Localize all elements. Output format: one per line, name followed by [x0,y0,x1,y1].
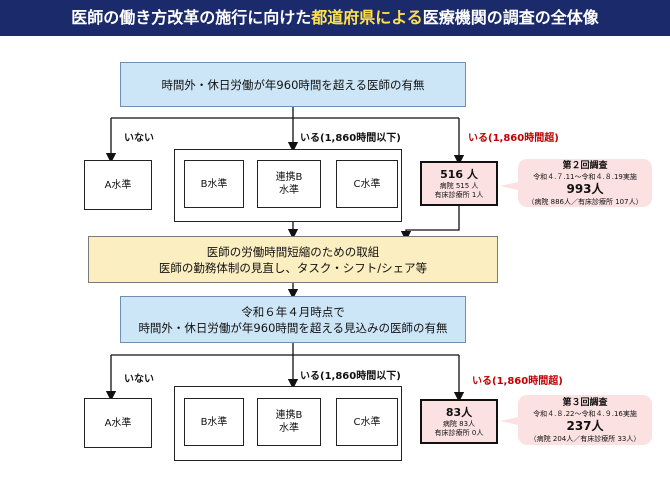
count-clinic-2: 有床診療所 0人 [434,428,484,437]
page-title: 医師の働き方改革の施行に向けた都道府県による医療機関の調査の全体像 [0,0,670,36]
a-level-label-2: A水準 [104,417,132,429]
second-question-line2: 時間外・休日労働が年960時間を超える見込みの医師の有無 [138,320,448,335]
survey2-callout: 第２回調査 令和４.７.11～令和４.８.19実施 993人 （病院 886人／… [518,159,652,207]
renkei-b-label-line2: 水準 [279,185,299,196]
renkei-b-level-box-2: 連携B 水準 [257,398,321,446]
branch2-under-1860-label: いる(1,860時間以下) [300,371,401,382]
over-1860-count-box: 516 人 病院 515 人 有床診療所 1人 [420,161,498,206]
a-level-box-2: A水準 [84,398,152,448]
b-level-label: B水準 [200,178,228,190]
b-level-box: B水準 [184,160,244,208]
branch1-under-1860-label: いる(1,860時間以下) [300,133,401,144]
b-level-box-2: B水準 [184,398,244,446]
second-question-line1: 令和６年４月時点で [241,304,345,319]
count-clinic: 有床診療所 1人 [434,190,484,199]
title-text-before: 医師の働き方改革の施行に向けた [71,8,312,27]
count-total-2: 83人 [445,405,473,419]
a-level-label: A水準 [104,179,132,191]
question-text: 時間外・休日労働が年960時間を超える医師の有無 [161,77,425,92]
renkei-b-label-2-line1: 連携B [275,410,303,421]
branch2-none-label: いない [124,374,154,385]
count-total: 516 人 [440,167,478,181]
renkei-b-label-line1: 連携B [275,172,303,183]
renkei-b-label-2-line2: 水準 [279,423,299,434]
measures-box: 医師の労働時間短縮のための取組 医師の勤務体制の見直し、タスク・シフト/シェア等 [88,236,498,283]
count-hospital-2: 病院 83人 [442,419,476,428]
survey3-title: 第３回調査 [562,397,608,408]
a-level-box: A水準 [84,160,152,210]
survey2-total: 993人 [566,181,604,196]
survey3-breakdown: （病院 204人／有床診療所 33人） [529,434,641,443]
question-box-960-hours: 時間外・休日労働が年960時間を超える医師の有無 [120,62,466,107]
survey2-breakdown: （病院 886人／有床診療所 107人） [527,197,643,206]
c-level-box: C水準 [336,160,398,208]
question-box-r6-forecast: 令和６年４月時点で 時間外・休日労働が年960時間を超える見込みの医師の有無 [120,296,466,343]
branch1-over-1860-label: いる(1,860時間超) [468,133,559,144]
c-level-label: C水準 [353,178,381,190]
survey2-period: 令和４.７.11～令和４.８.19実施 [533,172,637,181]
c-level-box-2: C水準 [336,398,398,446]
branch1-none-label: いない [124,133,154,144]
c-level-label-2: C水準 [353,416,381,428]
survey3-total: 237人 [566,418,604,433]
title-text-highlight: 都道府県による [311,8,423,27]
measures-line2: 医師の勤務体制の見直し、タスク・シフト/シェア等 [158,260,428,275]
b-level-label-2: B水準 [200,416,228,428]
survey2-title: 第２回調査 [562,160,608,171]
count-hospital: 病院 515 人 [439,181,479,190]
survey3-callout: 第３回調査 令和４.８.22～令和４.９.16実施 237人 （病院 204人／… [518,395,652,445]
survey3-period: 令和４.８.22～令和４.９.16実施 [533,409,637,418]
title-text-after: 医療機関の調査の全体像 [422,8,599,27]
renkei-b-level-box: 連携B 水準 [257,160,321,208]
over-1860-count-box-2: 83人 病院 83人 有床診療所 0人 [420,399,498,444]
branch2-over-1860-label: いる(1,860時間超) [472,376,563,387]
measures-line1: 医師の労働時間短縮のための取組 [206,244,380,259]
